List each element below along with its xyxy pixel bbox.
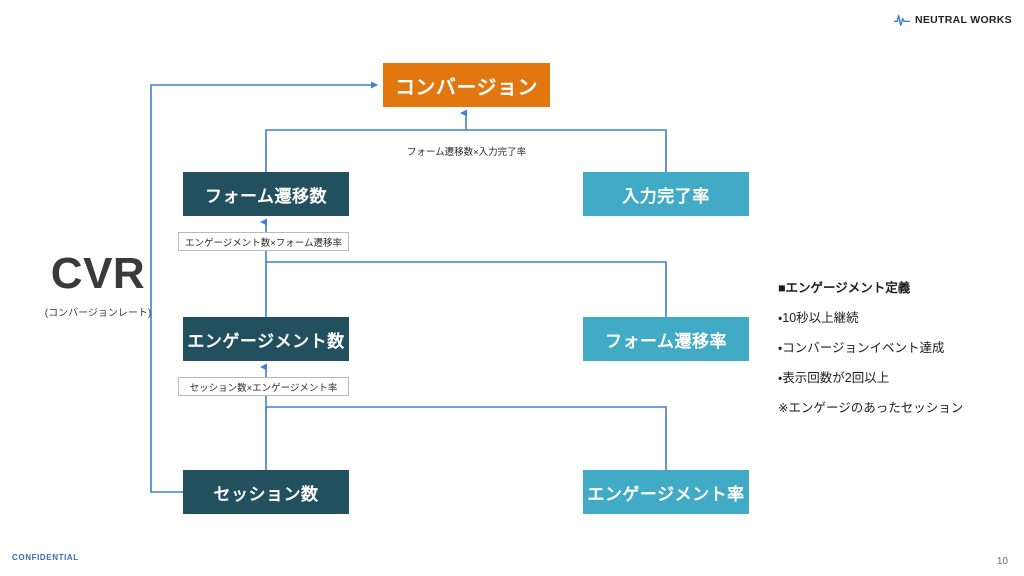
brand-logo: NEUTRAL WORKS: [893, 12, 1012, 28]
cvr-label-block: CVR (コンバージョンレート): [33, 249, 163, 320]
formula-label-engagement-count: セッション数×エンゲージメント率: [178, 377, 349, 396]
node-form-transition-rate[interactable]: フォーム遷移率: [583, 317, 749, 361]
node-conversion[interactable]: コンバージョン: [383, 63, 550, 107]
page-number: 10: [996, 556, 1008, 567]
confidential-marker: CONFIDENTIAL: [12, 553, 79, 562]
definition-heading: ■エンゲージメント定義: [778, 281, 911, 295]
pulse-waveform-icon: [893, 14, 910, 27]
brand-logo-text: NEUTRAL WORKS: [914, 14, 1012, 26]
node-engagement-count[interactable]: エンゲージメント数: [183, 317, 349, 361]
formula-label-conversion: フォーム遷移数×入力完了率: [381, 142, 552, 160]
definition-item-0: ・10秒以上継続: [778, 311, 859, 325]
definition-item-1: ・コンバージョンイベント達成: [778, 341, 945, 355]
cvr-subtitle: (コンバージョンレート): [44, 308, 152, 319]
cvr-title: CVR: [50, 249, 146, 298]
node-form-transition-count[interactable]: フォーム遷移数: [183, 172, 349, 216]
formula-label-form-count: エンゲージメント数×フォーム遷移率: [178, 232, 349, 251]
node-session-count[interactable]: セッション数: [183, 470, 349, 514]
definition-item-2: ・表示回数が2回以上: [778, 371, 890, 385]
engagement-definition-block: ■エンゲージメント定義 ・10秒以上継続 ・コンバージョンイベント達成 ・表示回…: [778, 277, 1018, 427]
definition-item-3: ※エンゲージのあったセッション: [778, 401, 964, 415]
node-engagement-rate[interactable]: エンゲージメント率: [583, 470, 749, 514]
footer-divider: [0, 570, 1024, 576]
node-input-completion-rate[interactable]: 入力完了率: [583, 172, 749, 216]
